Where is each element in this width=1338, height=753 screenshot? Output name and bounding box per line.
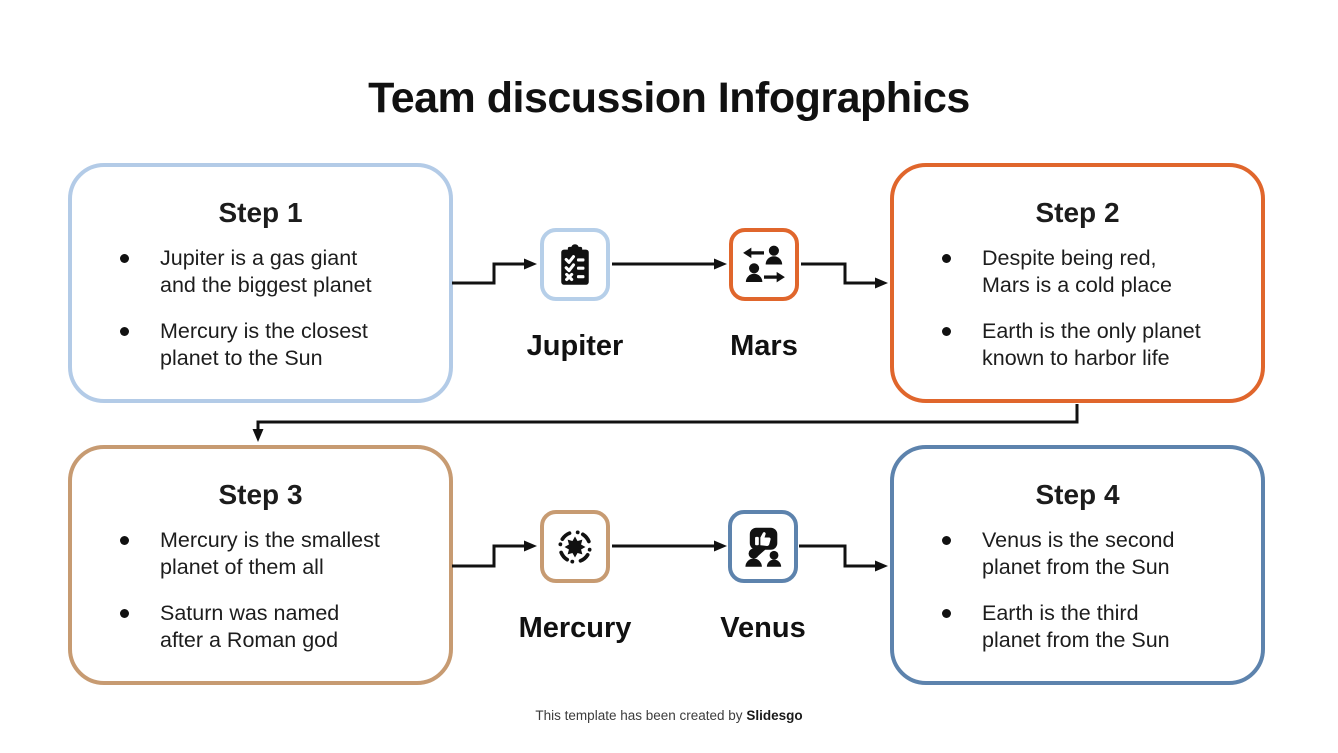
bullet-line: planet of them all: [160, 555, 324, 579]
footer-credit: This template has been created by Slides…: [0, 708, 1338, 723]
bullet-dot: [120, 327, 129, 336]
bullet-item: Mercury is the smallest planet of them a…: [72, 527, 449, 581]
icon-label-mars: Mars: [730, 330, 798, 362]
bullet-item: Earth is the third planet from the Sun: [894, 600, 1261, 654]
step-2-title: Step 2: [1035, 197, 1120, 228]
icon-tile-mars: [729, 228, 799, 301]
bullet-line: planet from the Sun: [982, 628, 1170, 652]
bullet-line: after a Roman god: [160, 628, 339, 652]
bullet-item: Venus is the second planet from the Sun: [894, 527, 1261, 581]
clipboard-checklist-icon: [561, 243, 589, 285]
icon-tile-mercury: [540, 510, 610, 583]
bullet-item: Mercury is the closest planet to the Sun: [72, 318, 449, 372]
step-4-bullets: Venus is the second planet from the Sun …: [894, 527, 1261, 654]
brainstorm-burst-icon: [558, 530, 592, 563]
step-3-card: Step 3 Mercury is the smallest planet of…: [68, 445, 453, 685]
bullet-item: Despite being red, Mars is a cold place: [894, 245, 1261, 299]
bullet-line: Jupiter is a gas giant: [160, 246, 358, 270]
step-1-bullets: Jupiter is a gas giant and the biggest p…: [72, 245, 449, 372]
footer-credit-text: This template has been created by: [535, 708, 743, 723]
bullet-dot: [942, 609, 951, 618]
feedback-thumbs-up-icon: [745, 527, 782, 567]
bullet-item: Jupiter is a gas giant and the biggest p…: [72, 245, 449, 299]
step-3-title: Step 3: [218, 479, 303, 510]
step-4-card: Step 4 Venus is the second planet from t…: [890, 445, 1265, 685]
step-2-card: Step 2 Despite being red, Mars is a cold…: [890, 163, 1265, 403]
bullet-dot: [942, 327, 951, 336]
bullet-line: planet to the Sun: [160, 346, 323, 370]
page-title: Team discussion Infographics: [368, 74, 970, 122]
people-exchange-icon: [743, 245, 785, 282]
bullet-item: Saturn was named after a Roman god: [72, 600, 449, 654]
bullet-line: Venus is the second: [982, 528, 1175, 552]
bullet-line: known to harbor life: [982, 346, 1170, 370]
bullet-line: Mercury is the smallest: [160, 528, 380, 552]
step-2-bullets: Despite being red, Mars is a cold place …: [894, 245, 1261, 372]
bullet-line: Earth is the only planet: [982, 319, 1201, 343]
bullet-line: Earth is the third: [982, 601, 1139, 625]
step-3-bullets: Mercury is the smallest planet of them a…: [72, 527, 449, 654]
bullet-line: Despite being red,: [982, 246, 1157, 270]
bullet-dot: [942, 536, 951, 545]
bullet-dot: [942, 254, 951, 263]
icon-label-mercury: Mercury: [518, 612, 632, 644]
step-1-card: Step 1 Jupiter is a gas giant and the bi…: [68, 163, 453, 403]
bullet-line: planet from the Sun: [982, 555, 1170, 579]
step-1-title: Step 1: [218, 197, 303, 228]
footer-brand: Slidesgo: [746, 708, 803, 723]
bullet-line: Mars is a cold place: [982, 273, 1172, 297]
icon-tile-jupiter: [540, 228, 610, 301]
bullet-dot: [120, 609, 129, 618]
icon-tile-venus: [728, 510, 798, 583]
bullet-item: Earth is the only planet known to harbor…: [894, 318, 1261, 372]
bullet-dot: [120, 254, 129, 263]
bullet-dot: [120, 536, 129, 545]
step-4-title: Step 4: [1035, 479, 1120, 510]
icon-label-venus: Venus: [720, 612, 806, 644]
bullet-line: Saturn was named: [160, 601, 340, 625]
bullet-line: and the biggest planet: [160, 273, 372, 297]
bullet-line: Mercury is the closest: [160, 319, 368, 343]
icon-label-jupiter: Jupiter: [526, 330, 624, 362]
